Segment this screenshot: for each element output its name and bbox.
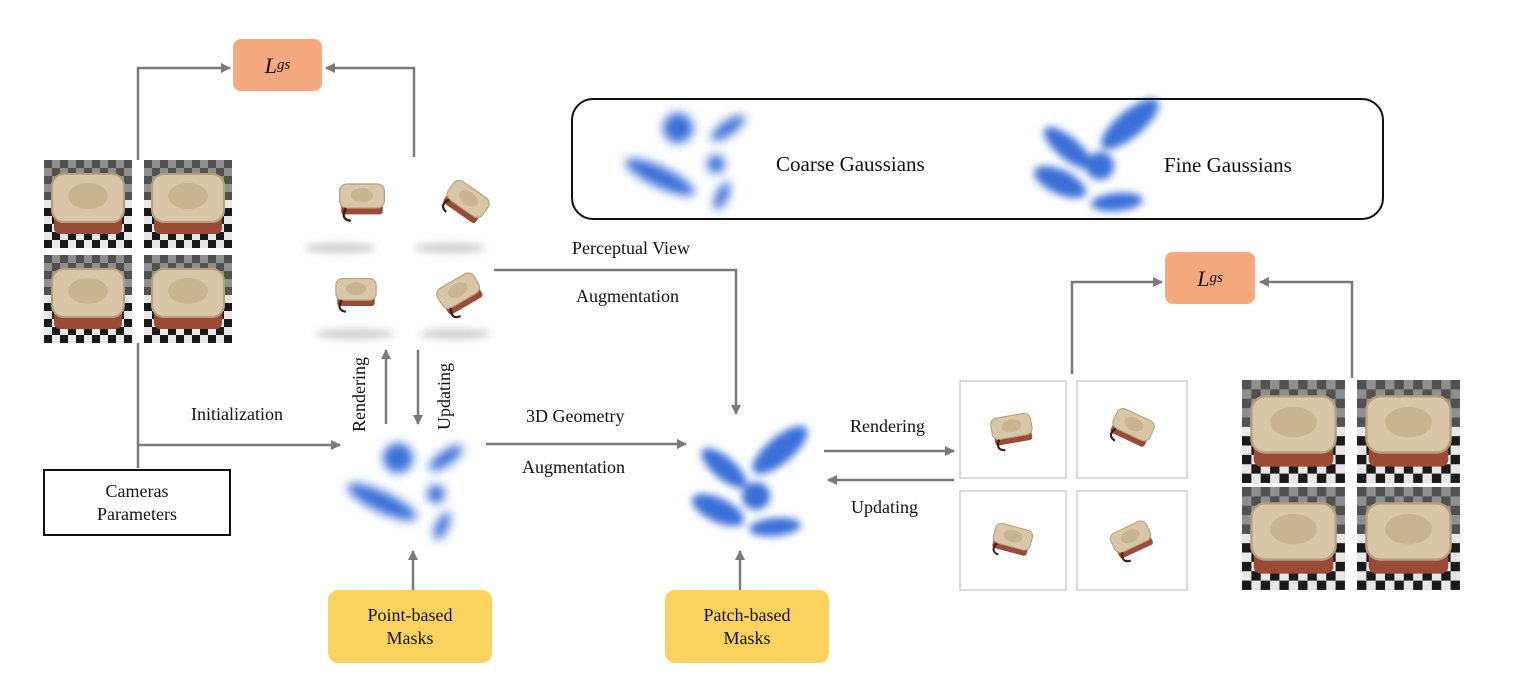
rendering-right-label: Rendering [850,416,925,436]
patch-masks-line1: Patch-based [703,604,791,625]
loss-subscript: gs [1209,269,1223,286]
perceptual-view-label: Perceptual View [572,238,691,258]
legend-box [571,98,1384,220]
coarse-gaussians-icon [625,113,745,210]
updating-right-label: Updating [851,497,918,517]
coarse-gaussians-middle [347,443,463,540]
rendering-vertical-label: Rendering [349,357,369,432]
geometry-augmentation-label: Augmentation [522,457,625,477]
cameras-line1: Cameras [105,480,169,501]
patch-masks-line2: Masks [723,627,771,648]
point-masks-line2: Masks [386,627,434,648]
legend-coarse-label: Coarse Gaussians [776,152,925,176]
perceptual-augmentation-label: Augmentation [576,286,679,306]
input-images-left [43,159,233,344]
input-images-right [1240,378,1462,592]
loss-symbol: L [264,52,277,78]
arrows [136,63,1354,590]
point-masks-line1: Point-based [367,604,453,625]
fine-gaussians-center [692,425,808,537]
coarse-rendered-views [304,176,493,339]
fine-gaussians-icon [1034,98,1159,212]
point-based-masks-box: Point-based Masks [328,590,492,663]
loss-symbol: L [1197,265,1210,291]
cameras-parameters-box: Cameras Parameters [43,469,231,536]
geometry-label: 3D Geometry [526,406,625,426]
fine-rendered-views [959,380,1188,591]
loss-subscript: gs [276,56,291,73]
patch-based-masks-box: Patch-based Masks [665,590,829,663]
initialization-label: Initialization [191,404,283,424]
updating-vertical-label: Updating [434,363,454,430]
cameras-line2: Parameters [97,503,177,524]
legend-fine-label: Fine Gaussians [1164,153,1292,177]
